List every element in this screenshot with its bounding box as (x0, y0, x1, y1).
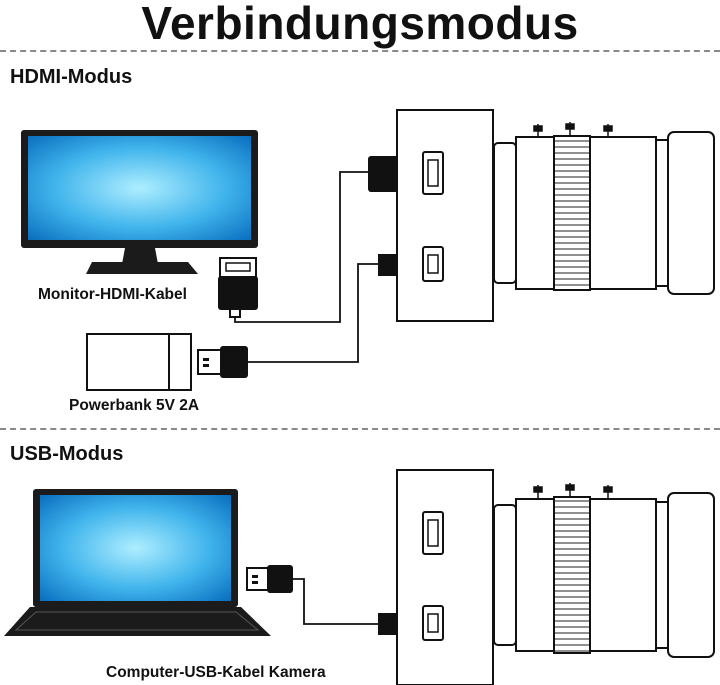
camera-lens-icon (493, 122, 715, 295)
hdmi-cable-line (234, 171, 370, 323)
camera-body-usb-icon (396, 469, 494, 685)
usb-section-title: USB-Modus (10, 443, 124, 465)
hdmi-plug-icon (218, 257, 258, 318)
powerbank-icon (86, 333, 192, 391)
computer-usb-cable-label: Computer-USB-Kabel Kamera (106, 664, 326, 681)
section-divider-top (0, 50, 720, 52)
section-divider-middle (0, 428, 720, 430)
powerbank-label: Powerbank 5V 2A (69, 397, 200, 414)
monitor-icon (21, 130, 258, 274)
laptop-usb-plug-icon (246, 565, 293, 593)
camera-lens-usb-icon (493, 483, 715, 658)
page-title: Verbindungsmodus (141, 0, 579, 49)
hdmi-section-title: HDMI-Modus (10, 66, 133, 88)
powerbank-usb-plug-icon (197, 346, 248, 378)
monitor-hdmi-cable-label: Monitor-HDMI-Kabel (38, 286, 187, 303)
laptop-icon (4, 489, 271, 636)
power-cable-line (248, 263, 380, 363)
camera-body-icon (396, 109, 494, 322)
usb-cable-line (293, 578, 380, 625)
